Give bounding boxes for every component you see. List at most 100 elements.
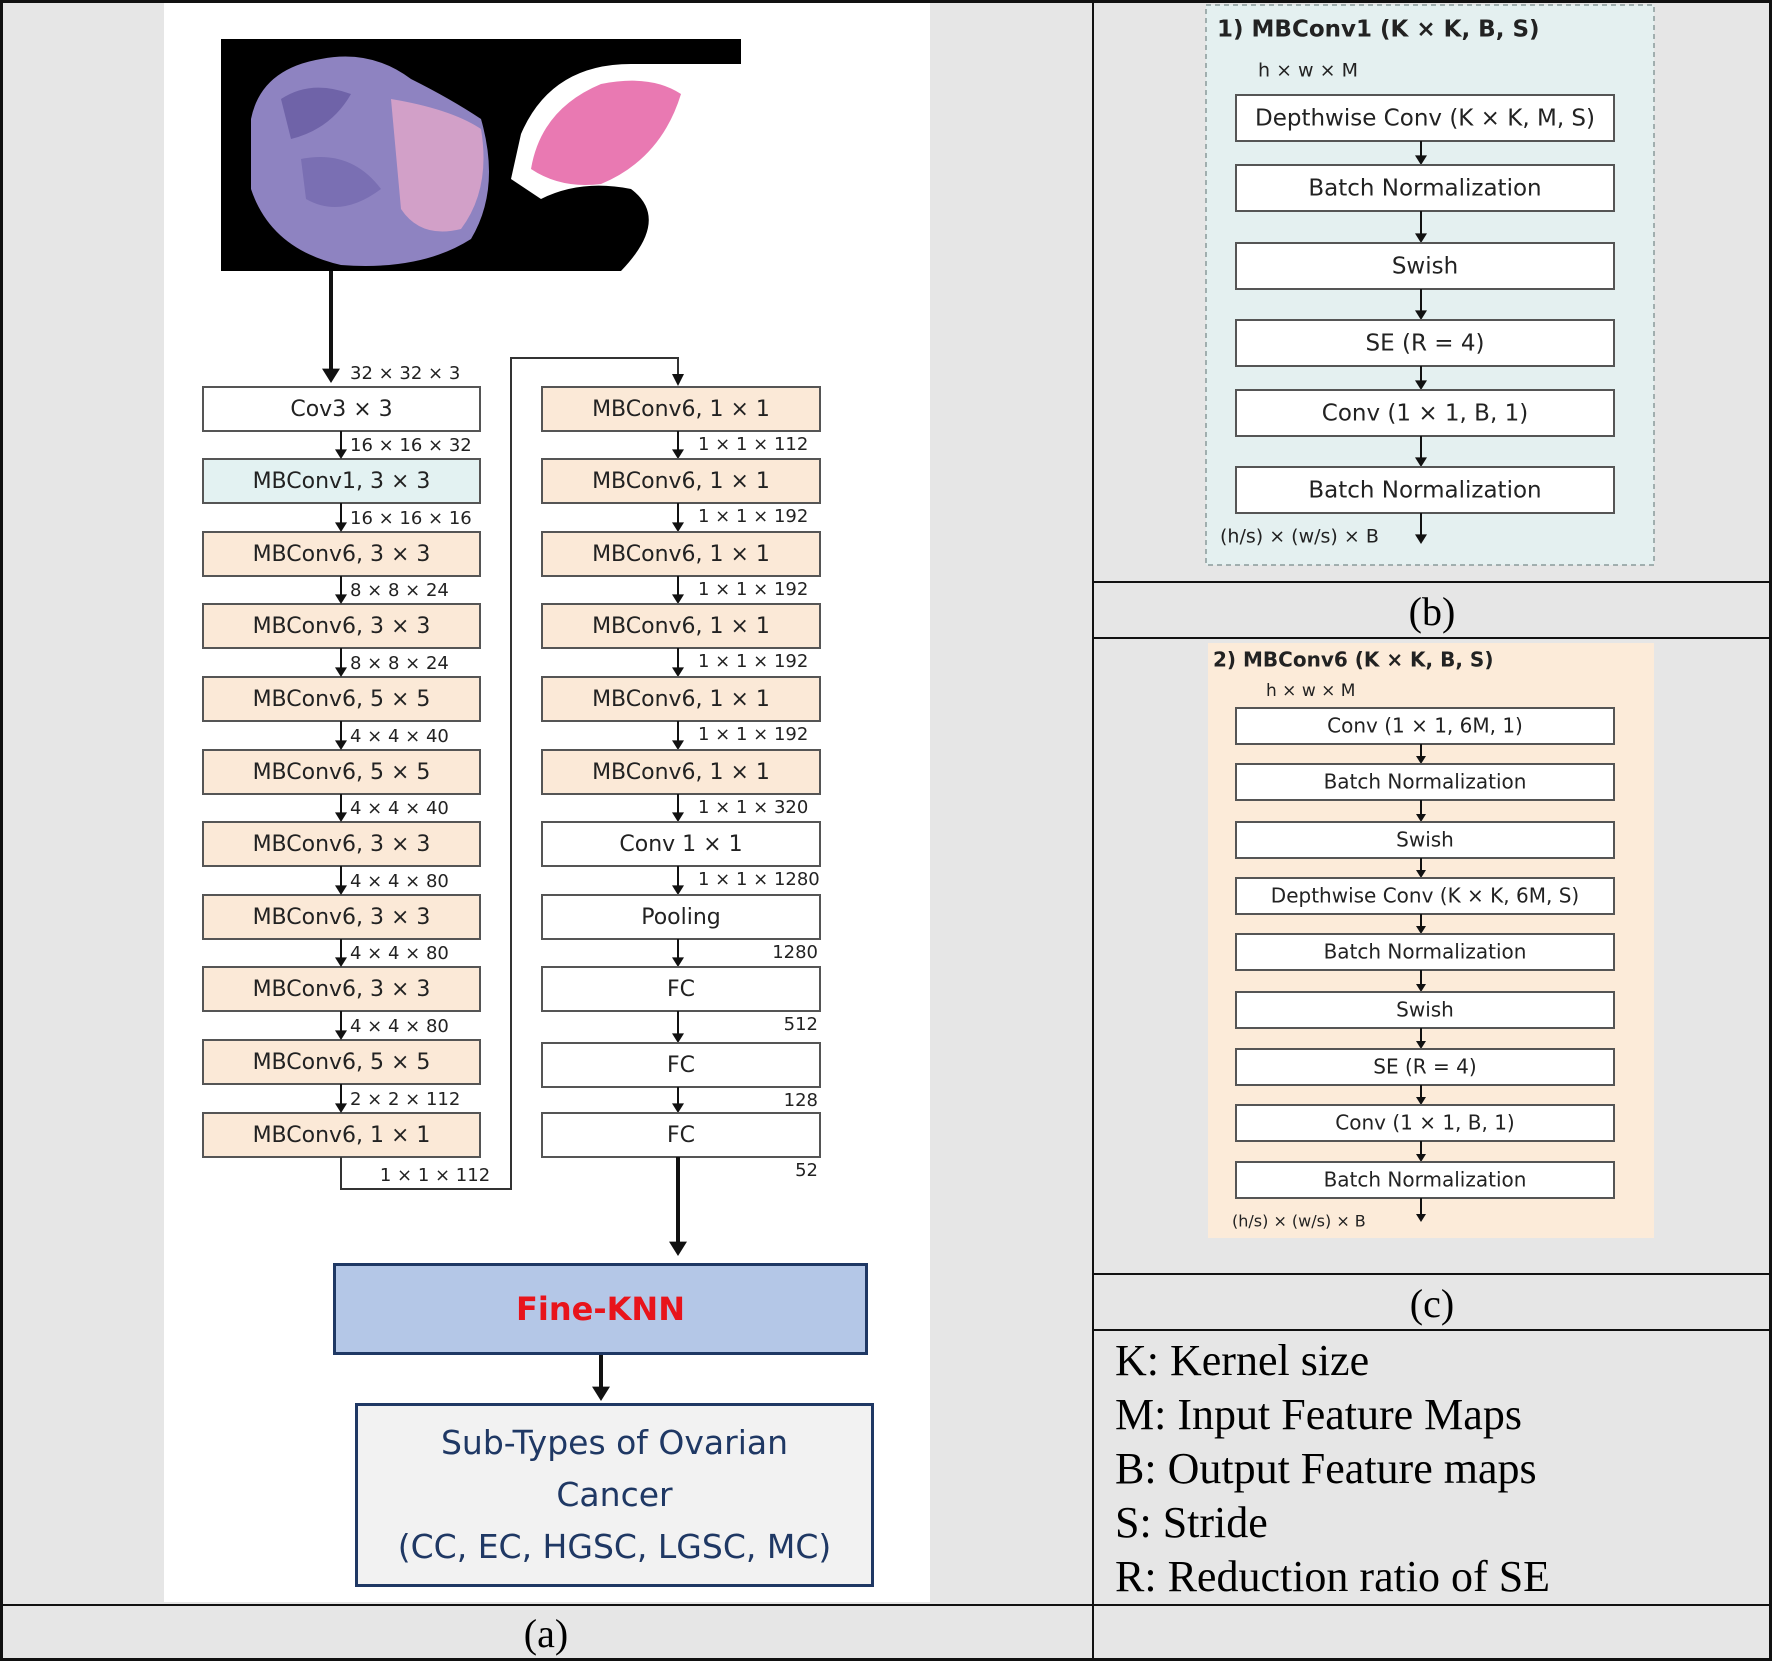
table-rule-b1	[1092, 581, 1772, 583]
block-col2-label-3: MBConv6, 1 × 1	[592, 614, 770, 639]
block-col1-label-7: MBConv6, 3 × 3	[253, 905, 431, 930]
panel-c-title: 2) MBConv6 (K × K, B, S)	[1213, 648, 1493, 672]
caption-b: (b)	[1408, 589, 1456, 634]
table-border-top	[0, 0, 1772, 3]
panel-b-block-1	[1235, 164, 1615, 212]
arrow-col2-8-head	[672, 1033, 684, 1043]
block-col1-label-6: MBConv6, 3 × 3	[253, 832, 431, 857]
block-col1-0	[202, 386, 481, 432]
arrow-col1-2-head	[335, 522, 347, 532]
dim-col2-4: 1 × 1 × 192	[698, 724, 808, 745]
panel-b-block-label-1: Batch Normalization	[1308, 176, 1541, 202]
fine-knn-label: Fine-KNN	[516, 1290, 685, 1328]
panel-c-block-label-7: Conv (1 × 1, B, 1)	[1335, 1111, 1514, 1135]
dim-col2-0: 1 × 1 × 112	[698, 434, 808, 455]
panel-b-arrow-4-head	[1415, 457, 1427, 467]
panel-b-arrow-1-head	[1415, 233, 1427, 243]
arrow-col2-6-head	[672, 885, 684, 895]
table-rule-b2	[1092, 637, 1772, 639]
block-col2-label-6: Conv 1 × 1	[619, 832, 742, 857]
panel-c-block-label-0: Conv (1 × 1, 6M, 1)	[1327, 714, 1523, 738]
dim-col2-10: 52	[795, 1160, 818, 1181]
block-col2-label-0: MBConv6, 1 × 1	[592, 397, 770, 422]
panel-c-block-6	[1235, 1048, 1615, 1086]
panel-c-block-0	[1235, 707, 1615, 745]
subtypes-box: Sub-Types of Ovarian Cancer (CC, EC, HGS…	[355, 1403, 874, 1587]
arrow-col2-5-head	[672, 812, 684, 822]
arrow-fc-to-knn-head	[669, 1241, 687, 1256]
panel-b-block-3	[1235, 319, 1615, 367]
panel-b-block-label-4: Conv (1 × 1, B, 1)	[1322, 401, 1528, 427]
caption-c: (c)	[1409, 1281, 1455, 1326]
panel-c-arrow-6-head	[1416, 1097, 1426, 1105]
panel-b-block-label-2: Swish	[1392, 254, 1458, 280]
dim-col2-7: 1280	[772, 942, 818, 963]
panel-b-arrow-0-head	[1415, 155, 1427, 165]
panel-b-arrow-2-head	[1415, 310, 1427, 320]
block-col2-label-1: MBConv6, 1 × 1	[592, 469, 770, 494]
dim-col1-6: 4 × 4 × 40	[350, 798, 449, 819]
panel-c-arrow-4-head	[1416, 984, 1426, 992]
panel-c-block-label-4: Batch Normalization	[1324, 940, 1527, 964]
dim-col1-5: 4 × 4 × 40	[350, 726, 449, 747]
panel-c-block-1	[1235, 763, 1615, 801]
block-col1-2	[202, 531, 481, 577]
block-col2-label-4: MBConv6, 1 × 1	[592, 687, 770, 712]
panel-b-arrow-3-head	[1415, 380, 1427, 390]
arrow-col2-4-head	[672, 740, 684, 750]
block-col2-1	[541, 458, 821, 504]
block-col1-4	[202, 676, 481, 722]
block-col2-8	[541, 966, 821, 1012]
panel-c-arrow-1-head	[1416, 814, 1426, 822]
block-col2-label-10: FC	[667, 1123, 695, 1148]
panel-b-output-dim: (h/s) × (w/s) × B	[1220, 526, 1379, 548]
dim-col1-2: 16 × 16 × 16	[350, 508, 472, 529]
table-border-bottom	[0, 1658, 1772, 1661]
arrow-col2-0-head	[672, 449, 684, 459]
arrow-knn-to-output-head	[592, 1386, 610, 1401]
dim-col2-8: 512	[784, 1014, 818, 1035]
panel-c-arrow-3-head	[1416, 926, 1426, 934]
block-col1-5	[202, 749, 481, 795]
panel-c-arrow-7-head	[1416, 1154, 1426, 1162]
dim-col1-9: 4 × 4 × 80	[350, 1016, 449, 1037]
panel-c-arrow-5-head	[1416, 1041, 1426, 1049]
table-divider-vertical	[1092, 0, 1094, 1661]
dim-col1-out: 1 × 1 × 112	[380, 1165, 490, 1186]
arrow-col2-9-head	[672, 1103, 684, 1113]
block-col2-label-7: Pooling	[641, 905, 721, 930]
block-col1-label-9: MBConv6, 5 × 5	[253, 1050, 431, 1075]
arrow-col2-1-head	[672, 522, 684, 532]
block-col2-3	[541, 603, 821, 649]
arrow-col2-2-head	[672, 594, 684, 604]
histology-drawing	[251, 56, 741, 271]
histology-image	[221, 39, 741, 271]
connector-col1-col2-head	[672, 374, 684, 386]
block-col2-5	[541, 749, 821, 795]
block-col1-label-4: MBConv6, 5 × 5	[253, 687, 431, 712]
arrow-col1-4-head	[335, 667, 347, 677]
legend-r: R: Reduction ratio of SE	[1115, 1552, 1551, 1601]
arrow-col1-7-head	[335, 885, 347, 895]
block-col2-2	[541, 531, 821, 577]
arrow-col1-6-head	[335, 812, 347, 822]
panel-b-title: 1) MBConv1 (K × K, B, S)	[1217, 17, 1540, 43]
legend-s: S: Stride	[1115, 1498, 1268, 1547]
block-col2-9	[541, 1042, 821, 1088]
panel-c-block-label-8: Batch Normalization	[1324, 1168, 1527, 1192]
block-col2-label-8: FC	[667, 977, 695, 1002]
block-col2-label-2: MBConv6, 1 × 1	[592, 542, 770, 567]
block-col1-8	[202, 966, 481, 1012]
subtypes-line-1: Sub-Types of Ovarian	[440, 1423, 789, 1462]
block-col2-7	[541, 894, 821, 940]
panel-b-block-5	[1235, 466, 1615, 514]
dim-col1-3: 8 × 8 × 24	[350, 580, 449, 601]
panel-c-block-8	[1235, 1161, 1615, 1199]
block-col2-10	[541, 1112, 821, 1158]
panel-c-output-dim: (h/s) × (w/s) × B	[1232, 1212, 1366, 1231]
panel-c-block-5	[1235, 991, 1615, 1029]
panel-b-block-0	[1235, 94, 1615, 142]
block-col1-label-10: MBConv6, 1 × 1	[253, 1123, 431, 1148]
panel-c-block-label-5: Swish	[1396, 998, 1454, 1022]
panel-c-block-4	[1235, 933, 1615, 971]
